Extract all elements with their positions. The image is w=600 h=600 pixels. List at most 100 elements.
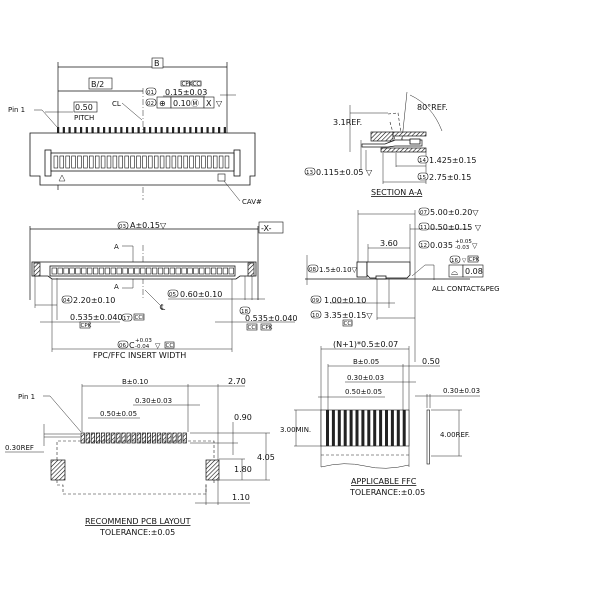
note-12-mark-icon: ▽	[472, 242, 478, 250]
front-contact	[87, 267, 93, 275]
pitch-label: PITCH	[74, 114, 94, 122]
note-11-value: 0.50±0.15 ▽	[430, 223, 482, 232]
top-pin	[57, 127, 60, 133]
pcb-dim-030ref: 0.30REF	[5, 444, 34, 452]
section-title: SECTION A-A	[371, 188, 423, 197]
side-view: 07 5.00±0.20▽ 11 0.50±0.15 ▽ 3.60 12 0.0…	[305, 207, 500, 362]
top-pin	[137, 127, 140, 133]
cavity-label: CAV#	[242, 198, 262, 206]
top-pin	[74, 127, 77, 133]
pcb-pin1-label: Pin 1	[18, 393, 35, 401]
front-contact	[140, 267, 146, 275]
note-05-id: 05	[169, 292, 176, 298]
pcb-pad	[111, 432, 116, 444]
note-12-id: 12	[420, 243, 427, 249]
top-contact	[142, 155, 147, 169]
top-pin	[212, 127, 215, 133]
note-01-value: 0.15±0.03	[165, 88, 207, 97]
front-contact	[81, 267, 87, 275]
top-pin	[114, 127, 117, 133]
top-pin	[131, 127, 134, 133]
pcb-pad	[182, 432, 187, 444]
front-contact	[57, 267, 63, 275]
ffc-strip	[337, 410, 341, 446]
top-pin	[218, 127, 221, 133]
pcb-pad	[101, 432, 106, 444]
ffc-dim-total: (N+1)*0.5±0.07	[333, 340, 398, 349]
top-contact	[130, 155, 135, 169]
badge-cci-c: CCI	[166, 343, 176, 349]
front-contact	[222, 267, 229, 275]
top-pin	[160, 127, 163, 133]
front-contact	[110, 267, 116, 275]
ffc-dim-300min: 3.00MIN.	[280, 426, 311, 434]
pcb-pad	[90, 432, 95, 444]
front-contact	[69, 267, 75, 275]
cavity-box	[217, 173, 226, 182]
ffc-side-profile	[426, 409, 430, 465]
pcb-pad	[136, 432, 141, 444]
front-contact	[152, 267, 158, 275]
top-contact	[171, 155, 177, 169]
angle-label: 80°REF.	[417, 103, 448, 112]
badge-cci-left: CCI	[135, 315, 145, 321]
top-pin	[172, 127, 175, 133]
top-contact	[177, 155, 182, 169]
pcb-pad-row	[80, 432, 187, 444]
top-contact	[95, 155, 100, 169]
pcb-pad	[162, 432, 167, 444]
front-contact	[193, 267, 199, 275]
top-pin	[126, 127, 129, 133]
note-18-id: 18	[241, 309, 248, 315]
pcb-pad	[146, 432, 152, 444]
pcb-dim-050: 0.50±0.05	[100, 410, 137, 418]
pin1-label: Pin 1	[8, 106, 25, 114]
top-pin	[68, 127, 71, 133]
ffc-dim-030: 0.30±0.03	[347, 374, 384, 382]
pcb-pad	[157, 432, 162, 444]
ffc-strip	[367, 410, 371, 446]
note-13-value: 0.115±0.05 ▽	[316, 168, 373, 177]
pcb-dim-180: 1.80	[234, 465, 252, 474]
dimension-b-label: B	[154, 59, 160, 68]
top-contact	[165, 155, 171, 169]
dimension-b-half-label: B/2	[91, 80, 104, 89]
note-04-value: 2.20±0.10	[73, 296, 115, 305]
note-10-value: 3.35±0.15▽	[324, 311, 373, 320]
profile-symbol-icon: ⌓	[451, 268, 458, 278]
top-contact	[154, 155, 159, 169]
front-contact	[116, 267, 122, 275]
badge-cci: CCI	[193, 82, 203, 88]
note-15-id: 15	[419, 175, 426, 181]
top-pin	[108, 127, 111, 133]
front-contact	[205, 267, 211, 275]
dimension-c-mark-icon: ▽	[155, 342, 161, 350]
ffc-title: APPLICABLE FFC	[351, 477, 417, 486]
top-contact	[201, 155, 206, 169]
top-contact	[189, 155, 194, 169]
note-11-id: 11	[420, 225, 427, 231]
top-pin	[200, 127, 203, 133]
top-contact	[59, 155, 65, 169]
ffc-strip	[379, 410, 383, 446]
ffc-strip	[396, 410, 400, 446]
top-pin	[80, 127, 83, 133]
top-pin	[206, 127, 209, 133]
top-contact	[148, 155, 153, 169]
pcb-pad	[80, 432, 85, 444]
ffc-strip	[390, 410, 394, 446]
front-contact	[181, 267, 187, 275]
note-12-upper: +0.05	[455, 239, 472, 245]
pcb-pad	[121, 432, 126, 444]
ffc-dim-thick: 0.30±0.03	[443, 387, 480, 395]
note-03-id: 03	[119, 224, 126, 230]
top-pin	[149, 127, 152, 133]
top-contact	[77, 155, 82, 169]
top-contact	[136, 155, 141, 169]
top-pin	[120, 127, 123, 133]
top-view: B B/2 Pin 1 0.50 PITCH CL CPK CCI 01 0.1…	[8, 57, 262, 206]
badge-cpk-side: CPK	[469, 257, 480, 263]
note-14-id: 14	[419, 158, 426, 164]
pcb-pad	[152, 432, 157, 444]
